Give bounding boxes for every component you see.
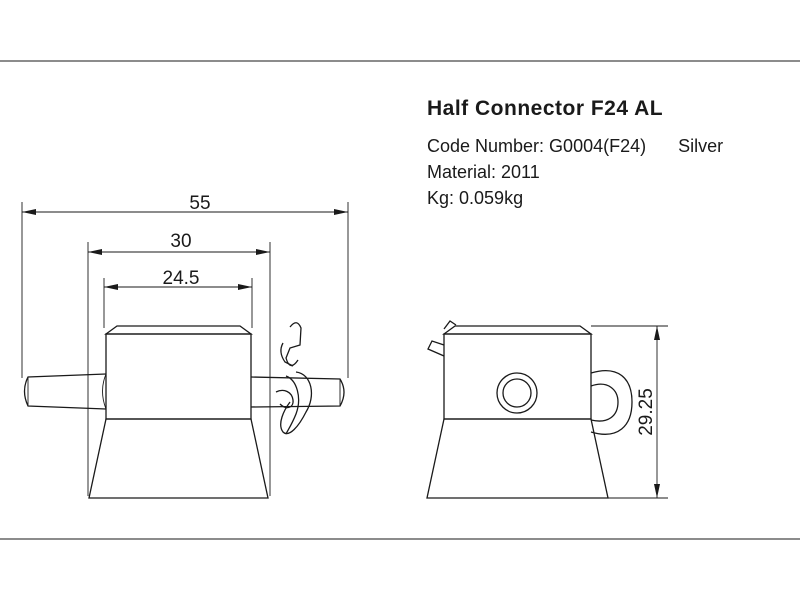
- front-top-chamfer: [104, 325, 253, 335]
- material-line: Material: 2011: [427, 162, 540, 182]
- front-lower-body: [88, 418, 269, 499]
- side-clip-tab: [443, 320, 457, 330]
- arrow-right-55: [334, 209, 348, 215]
- safety-clip-bend: [280, 342, 294, 367]
- safety-clip-ring-inner: [285, 375, 300, 435]
- bore-inner-circle: [502, 378, 532, 408]
- arrow-left-55: [22, 209, 36, 215]
- code-number: Code Number: G0004(F24): [427, 136, 647, 156]
- dim-label-30: 30: [170, 231, 191, 252]
- safety-clip-ring: [280, 371, 313, 435]
- arrow-right-245: [238, 284, 252, 290]
- safety-clip-loop: [275, 389, 294, 409]
- bore-outer-circle: [496, 372, 538, 414]
- side-ring-outer: [590, 370, 633, 435]
- dim-label-55: 55: [189, 193, 210, 214]
- side-ring-inner: [590, 383, 619, 422]
- side-upper-body: [443, 333, 592, 420]
- front-upper-body: [105, 333, 252, 420]
- side-pin-stub: [427, 340, 445, 357]
- left-pin: [23, 373, 107, 410]
- product-title: Half Connector F24 AL: [427, 97, 664, 120]
- dim-label-245: 24.5: [163, 268, 200, 289]
- dim-label-2925: 29.25: [636, 388, 657, 436]
- side-view: 29.25: [426, 320, 668, 499]
- safety-clip-upper: [285, 322, 302, 367]
- weight-line: Kg: 0.059kg: [427, 188, 524, 208]
- side-lower-body: [426, 418, 609, 499]
- front-view: 55 30 24.5: [21, 193, 349, 499]
- left-pin-joint: [102, 373, 107, 410]
- arrow-bottom-2925: [654, 484, 660, 498]
- side-top-chamfer: [442, 325, 593, 335]
- arrow-left-30: [88, 249, 102, 255]
- finish-label: Silver: [678, 136, 724, 156]
- arrow-right-30: [256, 249, 270, 255]
- code-number-line: Code Number: G0004(F24) Silver: [427, 136, 723, 157]
- arrow-top-2925: [654, 326, 660, 340]
- arrow-left-245: [104, 284, 118, 290]
